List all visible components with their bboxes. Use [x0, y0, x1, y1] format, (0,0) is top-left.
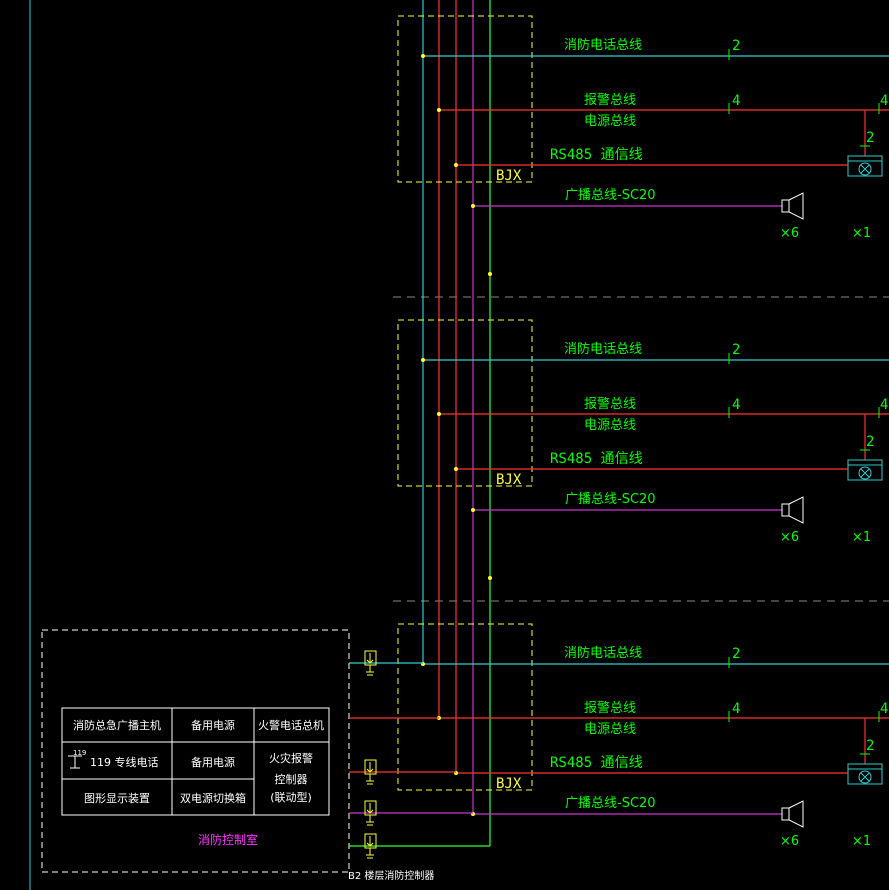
footer-label: B2 楼层消防控制器 — [348, 869, 434, 882]
table-cell: (联动型) — [270, 790, 312, 804]
equipment-table — [61, 707, 330, 816]
alarm-bus-label: 报警总线 — [584, 396, 636, 412]
surge-protector-icon — [364, 759, 377, 785]
power-bus-label: 电源总线 — [584, 722, 636, 737]
junction-box — [397, 15, 533, 183]
alarm-module-icon — [847, 155, 883, 177]
junction-box-label: BJX — [496, 776, 522, 792]
alarm-module-icon — [847, 459, 883, 481]
device-quantity: ×1 — [852, 226, 871, 241]
wire-count: 2 — [732, 342, 740, 358]
wire-count: 2 — [866, 434, 874, 450]
wire-count: 4 — [732, 397, 740, 413]
phone-icon: 119 — [68, 749, 86, 769]
wire-count: 2 — [732, 646, 740, 662]
speaker-quantity: ×6 — [780, 226, 799, 241]
control-room-boundary — [41, 629, 350, 873]
riser-node — [488, 576, 492, 580]
speaker-icon — [781, 496, 804, 524]
table-cell: 控制器 — [275, 772, 308, 786]
device-quantity: ×1 — [852, 834, 871, 849]
broadcast-bus-label: 广播总线-SC20 — [565, 796, 656, 811]
wire-count: 2 — [866, 130, 874, 146]
table-cell: 119 专线电话 — [90, 755, 159, 769]
junction-box-label: BJX — [496, 472, 522, 488]
power-bus-label: 电源总线 — [584, 418, 636, 433]
surge-protector-icon — [364, 800, 377, 826]
broadcast-bus-label: 广播总线-SC20 — [565, 492, 656, 507]
rs485-label: RS485 通信线 — [550, 755, 643, 771]
wire-count: 4 — [880, 397, 888, 413]
power-bus-label: 电源总线 — [584, 114, 636, 129]
junction-box — [397, 319, 533, 487]
wire-count: 4 — [880, 701, 888, 717]
alarm-module-icon — [847, 763, 883, 785]
rs485-label: RS485 通信线 — [550, 451, 643, 467]
surge-protector-icon — [364, 833, 377, 859]
table-cell: 消防总急广播主机 — [73, 718, 161, 732]
junction-box — [397, 623, 533, 791]
speaker-quantity: ×6 — [780, 530, 799, 545]
speaker-icon — [781, 192, 804, 220]
device-quantity: ×1 — [852, 530, 871, 545]
phone-bus-label: 消防电话总线 — [564, 341, 642, 357]
table-cell: 图形显示装置 — [84, 792, 150, 805]
surge-protector-icon — [364, 650, 377, 676]
table-cell: 火灾报警 — [269, 751, 313, 765]
riser-node — [488, 272, 492, 276]
wire-count: 2 — [732, 38, 740, 54]
wire-count: 4 — [732, 701, 740, 717]
phone-bus-label: 消防电话总线 — [564, 37, 642, 53]
table-cell: 火警电话总机 — [258, 718, 324, 732]
control-room: 消防总急广播主机 备用电源 火警电话总机 119 119 专线电话 备用电源 火… — [41, 629, 490, 882]
table-cell: 双电源切换箱 — [180, 791, 246, 805]
rs485-label: RS485 通信线 — [550, 147, 643, 163]
table-cell: 备用电源 — [191, 755, 235, 769]
speaker-icon — [781, 800, 804, 828]
alarm-bus-label: 报警总线 — [584, 92, 636, 108]
wire-count: 2 — [866, 738, 874, 754]
wire-count: 4 — [732, 93, 740, 109]
junction-box-label: BJX — [496, 168, 522, 184]
table-cell: 备用电源 — [191, 718, 235, 732]
broadcast-bus-label: 广播总线-SC20 — [565, 188, 656, 203]
phone-bus-label: 消防电话总线 — [564, 645, 642, 661]
alarm-bus-label: 报警总线 — [584, 700, 636, 716]
svg-text:119: 119 — [73, 749, 86, 757]
wire-count: 4 — [880, 93, 888, 109]
room-label: 消防控制室 — [198, 832, 258, 847]
speaker-quantity: ×6 — [780, 834, 799, 849]
